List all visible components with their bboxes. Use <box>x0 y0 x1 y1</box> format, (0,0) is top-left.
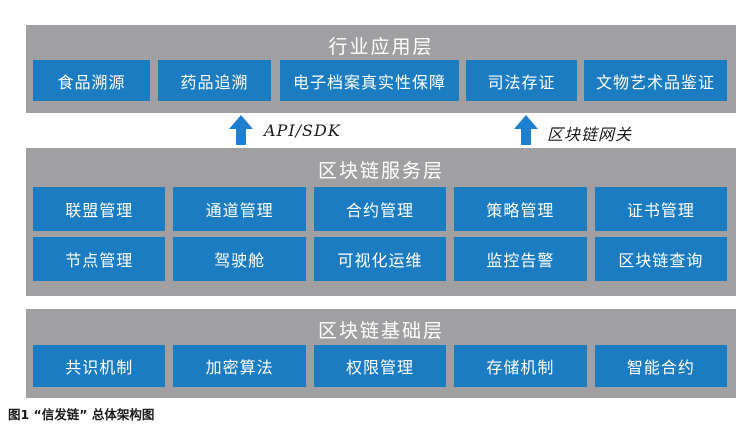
service-box-blockchain-query: 区块链查询 <box>594 237 728 281</box>
service-box-node-management: 节点管理 <box>33 237 166 281</box>
arrow-head <box>229 115 253 129</box>
service-box-visual-ops: 可视化运维 <box>313 237 447 281</box>
layer-industry-application: 行业应用层 食品溯源 药品追溯 电子档案真实性保障 司法存证 文物艺术品鉴证 <box>26 25 736 113</box>
app-box-drug-traceability: 药品追溯 <box>158 60 271 101</box>
base-box-encryption-algorithm: 加密算法 <box>173 345 306 387</box>
layer-blockchain-service-title: 区块链服务层 <box>317 160 444 182</box>
arrow-head <box>514 115 538 129</box>
service-row-1: 联盟管理 通道管理 合约管理 策略管理 证书管理 <box>33 187 728 231</box>
base-box-smart-contract: 智能合约 <box>594 345 728 387</box>
service-box-monitoring-alerts: 监控告警 <box>454 237 587 281</box>
connector-label-blockchain-gateway: 区块链网关 <box>547 125 633 144</box>
up-arrow-icon <box>514 115 538 145</box>
up-arrow-icon <box>229 115 253 145</box>
layer-industry-application-title: 行业应用层 <box>328 36 434 58</box>
base-box-permission-management: 权限管理 <box>313 345 447 387</box>
service-box-policy-management: 策略管理 <box>454 187 587 231</box>
app-box-e-archive-authenticity: 电子档案真实性保障 <box>280 60 459 101</box>
service-box-channel-management: 通道管理 <box>173 187 306 231</box>
arrow-stem <box>521 129 531 145</box>
app-box-food-traceability: 食品溯源 <box>33 60 150 101</box>
service-box-alliance-management: 联盟管理 <box>33 187 166 231</box>
base-box-consensus-mechanism: 共识机制 <box>33 345 166 387</box>
connector-label-api-sdk: API/SDK <box>264 121 341 140</box>
figure-caption: 图1 “信发链” 总体架构图 <box>8 407 155 422</box>
base-box-storage-mechanism: 存储机制 <box>454 345 587 387</box>
service-row-2: 节点管理 驾驶舱 可视化运维 监控告警 区块链查询 <box>33 237 728 281</box>
layer-blockchain-base: 区块链基础层 共识机制 加密算法 权限管理 存储机制 智能合约 <box>26 309 736 398</box>
app-box-artwork-authentication: 文物艺术品鉴证 <box>584 60 727 101</box>
app-box-judicial-deposit: 司法存证 <box>466 60 577 101</box>
layer-blockchain-base-title: 区块链基础层 <box>317 320 444 342</box>
service-box-contract-management: 合约管理 <box>313 187 447 231</box>
service-box-certificate-management: 证书管理 <box>594 187 728 231</box>
arrow-stem <box>236 129 246 145</box>
base-row: 共识机制 加密算法 权限管理 存储机制 智能合约 <box>33 345 728 387</box>
service-box-cockpit: 驾驶舱 <box>173 237 306 281</box>
layer-blockchain-service: 区块链服务层 联盟管理 通道管理 合约管理 策略管理 证书管理 节点管理 驾驶舱… <box>26 148 736 296</box>
